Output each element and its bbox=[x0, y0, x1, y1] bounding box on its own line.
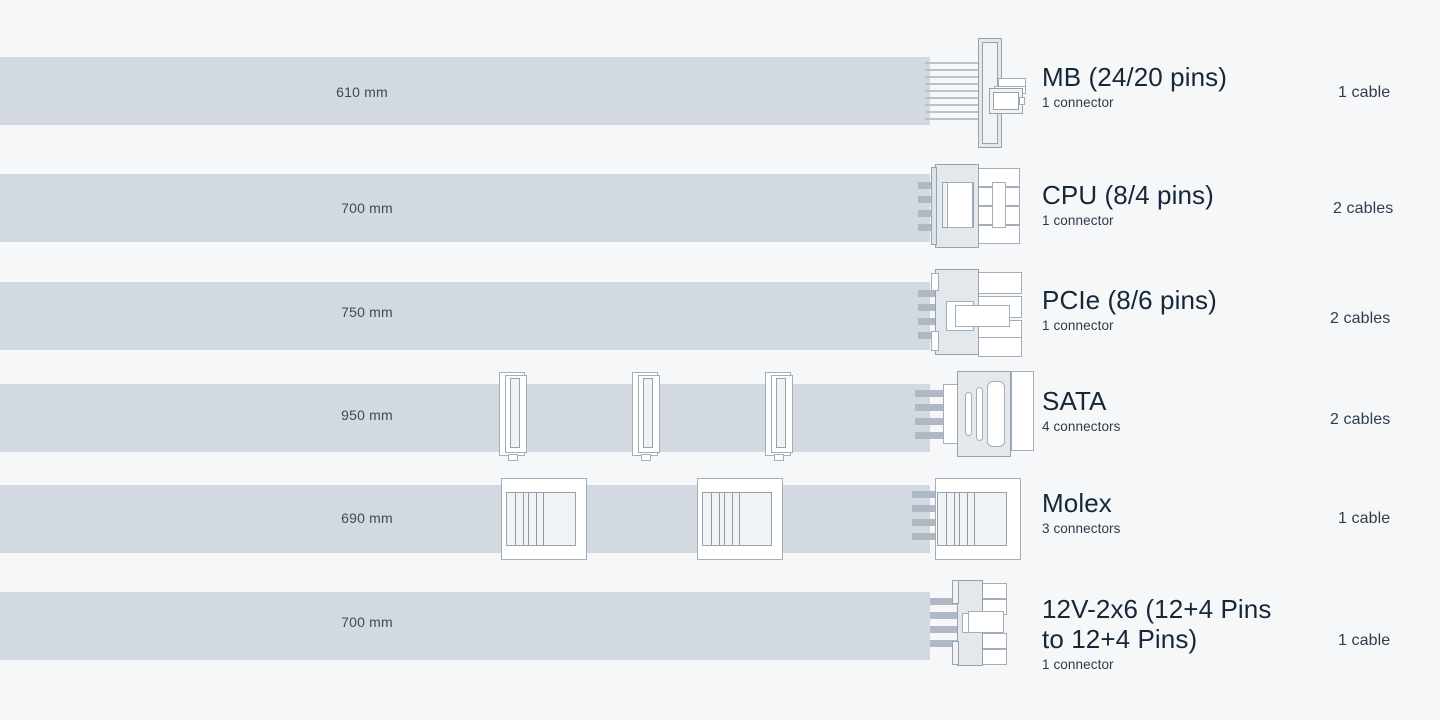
cable-row-pcie: 750 mm PCIe (8/6 pins) 1 connector 2 cab… bbox=[0, 257, 1440, 364]
connector-label-block: PCIe (8/6 pins) 1 connector bbox=[1042, 285, 1217, 333]
connector-label-block: MB (24/20 pins) 1 connector bbox=[1042, 62, 1227, 110]
sata-inline-connector-icon bbox=[763, 372, 797, 464]
cable-length-label: 750 mm bbox=[341, 304, 393, 320]
cpu-connector-icon bbox=[930, 164, 1024, 252]
wire-strands bbox=[915, 384, 945, 452]
connector-name: MB (24/20 pins) bbox=[1042, 62, 1228, 92]
cable-bar bbox=[0, 282, 930, 350]
cable-length-label: 700 mm bbox=[341, 614, 393, 630]
cable-row-molex: 690 mm bbox=[0, 468, 1440, 572]
cable-quantity: 2 cables bbox=[1330, 310, 1391, 327]
cable-quantity: 2 cables bbox=[1330, 411, 1391, 428]
cable-row-mb: 610 mm MB (24/20 pins) 1 connector bbox=[0, 0, 1440, 150]
molex-inline-connector-icon bbox=[501, 478, 589, 564]
cable-row-sata: 950 mm bbox=[0, 364, 1440, 468]
connector-label-block: CPU (8/4 pins) 1 connector bbox=[1042, 180, 1214, 228]
cable-bar bbox=[0, 174, 930, 242]
cable-length-label: 610 mm bbox=[336, 84, 388, 100]
12v-2x6-connector-icon bbox=[948, 577, 1028, 673]
cable-bar bbox=[0, 485, 930, 553]
connector-label-block: 12V-2x6 (12+4 Pins to 12+4 Pins) 1 conne… bbox=[1042, 594, 1271, 672]
cable-bar bbox=[0, 57, 930, 125]
wire-strands bbox=[930, 592, 960, 660]
mb-connector-icon bbox=[960, 38, 1026, 148]
sata-inline-connector-icon bbox=[497, 372, 531, 464]
connector-name: CPU (8/4 pins) bbox=[1042, 180, 1214, 210]
connector-count: 1 connector bbox=[1042, 318, 1114, 333]
connector-count: 1 connector bbox=[1042, 657, 1114, 672]
cable-quantity: 1 cable bbox=[1338, 84, 1391, 101]
cable-quantity: 2 cables bbox=[1333, 200, 1394, 217]
connector-label-block: Molex 3 connectors bbox=[1042, 488, 1121, 536]
wire-strands bbox=[912, 485, 942, 553]
connector-name: Molex bbox=[1042, 488, 1112, 518]
connector-name: PCIe (8/6 pins) bbox=[1042, 285, 1217, 315]
connector-count: 4 connectors bbox=[1042, 419, 1121, 434]
connector-name: SATA bbox=[1042, 386, 1107, 416]
pcie-connector-icon bbox=[930, 269, 1024, 359]
cable-quantity: 1 cable bbox=[1338, 510, 1391, 527]
molex-connector-icon bbox=[935, 478, 1025, 564]
cable-row-cpu: 700 mm CPU (8/4 pins) 1 connector 2 cabl… bbox=[0, 150, 1440, 257]
molex-inline-connector-icon bbox=[697, 478, 785, 564]
cable-quantity: 1 cable bbox=[1338, 632, 1391, 649]
cable-length-label: 950 mm bbox=[341, 407, 393, 423]
connector-count: 3 connectors bbox=[1042, 521, 1121, 536]
cable-length-label: 690 mm bbox=[341, 510, 393, 526]
cable-row-12v-2x6: 700 mm 12V-2x6 (12+4 Pins to 12+4 Pins) … bbox=[0, 572, 1440, 720]
cable-bar bbox=[0, 592, 930, 660]
connector-label-block: SATA 4 connectors bbox=[1042, 386, 1121, 434]
sata-connector-icon bbox=[932, 369, 1034, 465]
cable-length-label: 700 mm bbox=[341, 200, 393, 216]
sata-inline-connector-icon bbox=[630, 372, 664, 464]
wire-strands bbox=[925, 57, 983, 125]
connector-count: 1 connector bbox=[1042, 95, 1114, 110]
connector-name: 12V-2x6 (12+4 Pins to 12+4 Pins) bbox=[1042, 594, 1272, 654]
connector-count: 1 connector bbox=[1042, 213, 1114, 228]
